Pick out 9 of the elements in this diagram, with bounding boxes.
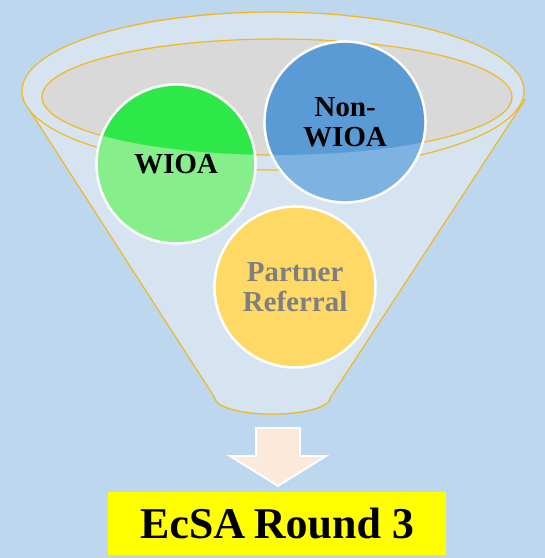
result-title: EcSA Round 3	[140, 502, 414, 546]
down-arrow	[226, 427, 330, 488]
category-label: Partner Referral	[242, 256, 348, 318]
category-label: Non-WIOA	[302, 92, 388, 152]
category-circle	[263, 40, 427, 204]
title-highlight	[108, 492, 446, 555]
category-circle	[213, 205, 377, 369]
category-circle	[95, 83, 257, 245]
category-label: WIOA	[134, 148, 218, 180]
